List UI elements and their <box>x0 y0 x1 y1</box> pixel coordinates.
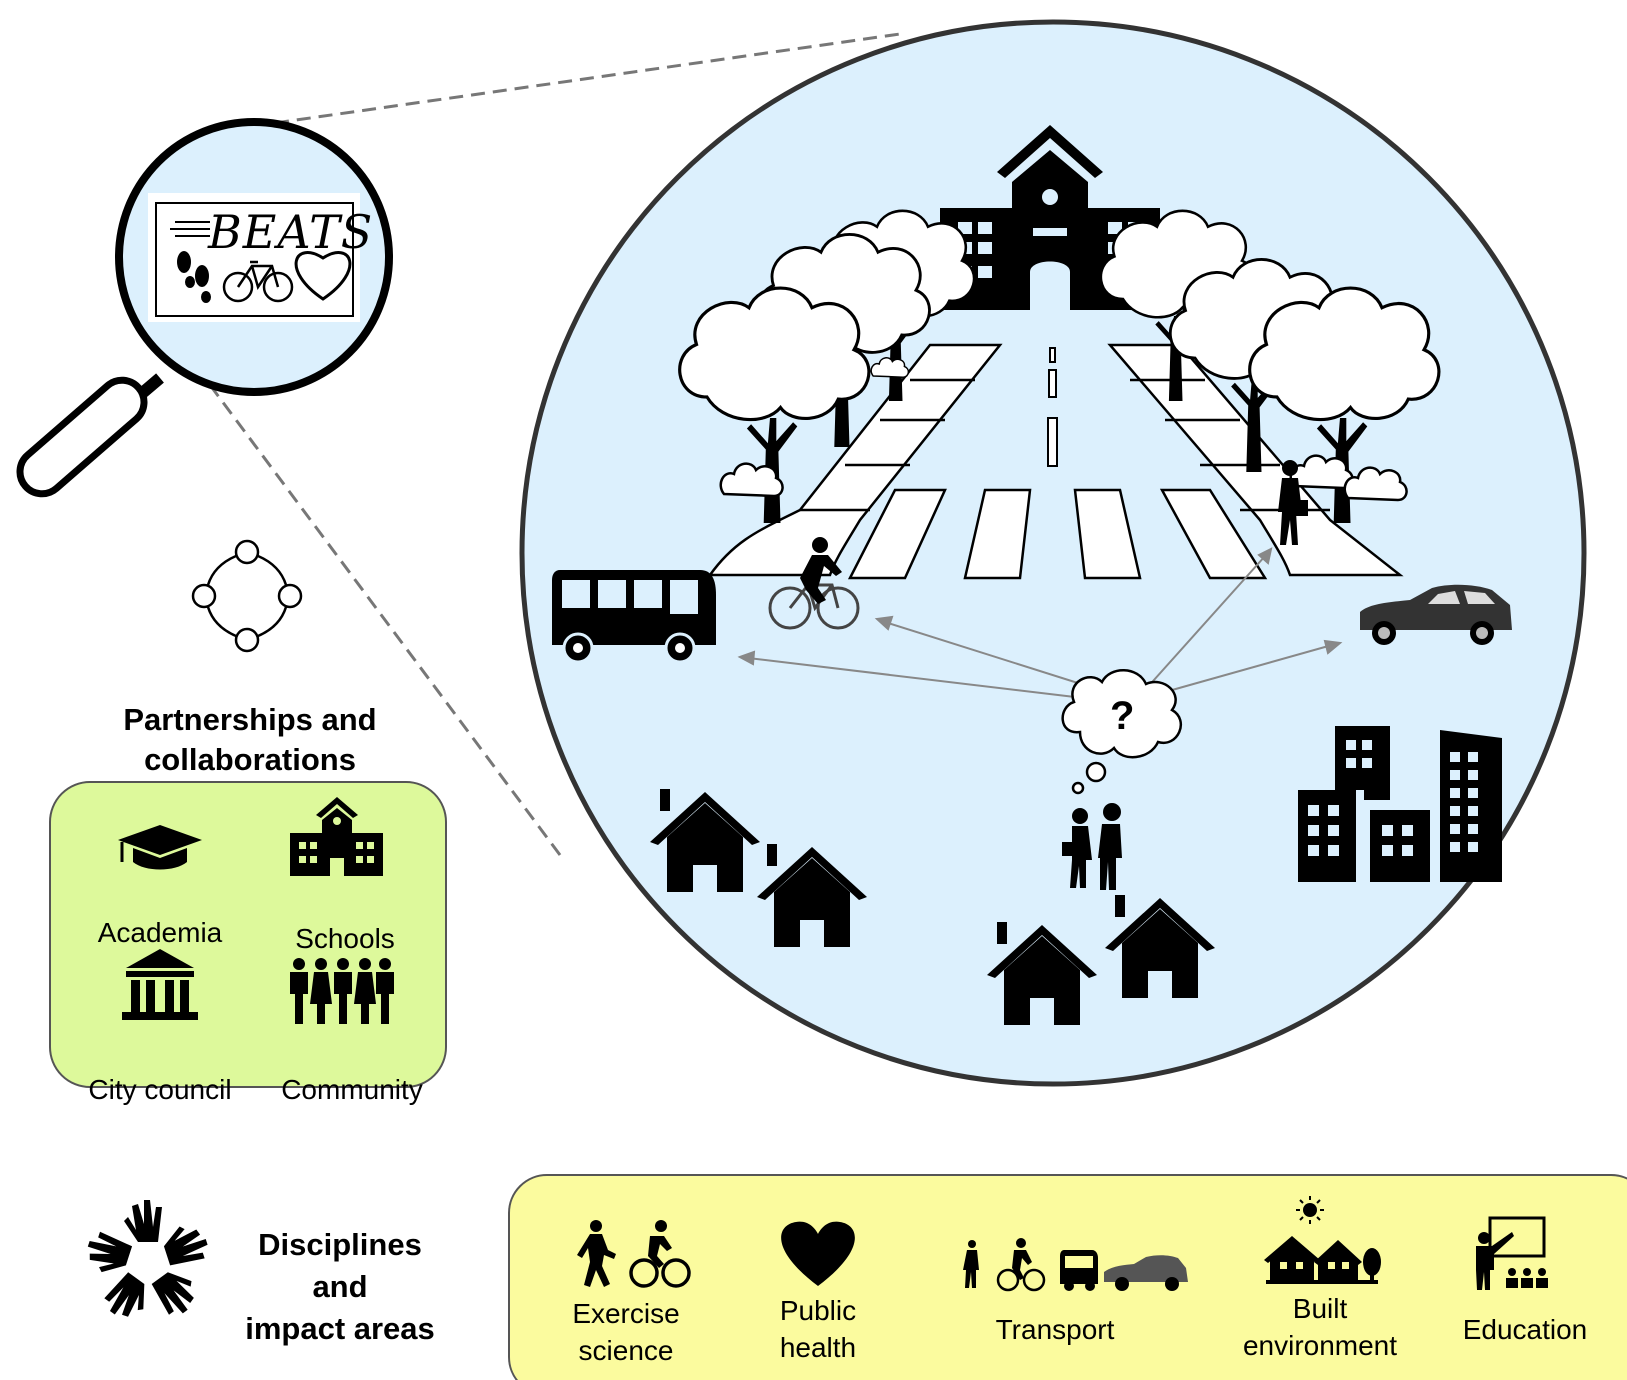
people-group-icon <box>290 958 394 1024</box>
city-hall-icon <box>122 949 198 1020</box>
partner-label-academia: Academia <box>97 917 223 948</box>
partner-label-community: Community <box>281 1074 423 1105</box>
discipline-label-education: Education <box>1462 1314 1588 1345</box>
graduation-cap-icon <box>118 825 202 870</box>
beats-logo: BEATS <box>208 205 374 259</box>
magnifying-glass-icon <box>16 118 393 498</box>
discipline-label-exercise-science: Exercise science <box>572 1298 680 1366</box>
school-icon <box>290 797 383 876</box>
partner-label-schools: Schools <box>295 923 395 954</box>
zoom-line-bottom <box>208 384 562 856</box>
thought-bubble-icon <box>1061 669 1183 795</box>
apartment-buildings-icon <box>1298 726 1502 882</box>
car-icon <box>1360 584 1512 645</box>
discipline-label-public-health: Public health <box>779 1295 857 1363</box>
pedestrian-icon <box>1278 460 1308 545</box>
choice-arrows <box>737 547 1343 701</box>
partner-label-city-council: City council <box>88 1074 232 1105</box>
cyclist-icon <box>768 537 860 630</box>
disciplines-heading: Disciplines and impact areas <box>245 1227 435 1346</box>
transport-modes-icon <box>963 1238 1188 1292</box>
teacher-icon <box>1476 1216 1548 1290</box>
crosswalk <box>847 488 1268 580</box>
people-talking-icon <box>1062 803 1122 890</box>
discipline-label-transport: Transport <box>995 1314 1115 1345</box>
houses-sun-icon <box>1264 1196 1381 1284</box>
thought-question-mark: ? <box>1110 694 1135 738</box>
walk-bike-icon <box>577 1220 691 1288</box>
heart-icon <box>781 1221 855 1286</box>
road-centerline <box>1047 347 1058 467</box>
network-icon <box>191 539 303 653</box>
discipline-label-built-environment: Built environment <box>1242 1293 1398 1361</box>
hands-together-icon <box>87 1200 208 1317</box>
partnerships-heading: Partnerships and collaborations <box>123 702 377 778</box>
zoom-line-top <box>274 32 901 125</box>
bus-icon <box>552 570 716 664</box>
